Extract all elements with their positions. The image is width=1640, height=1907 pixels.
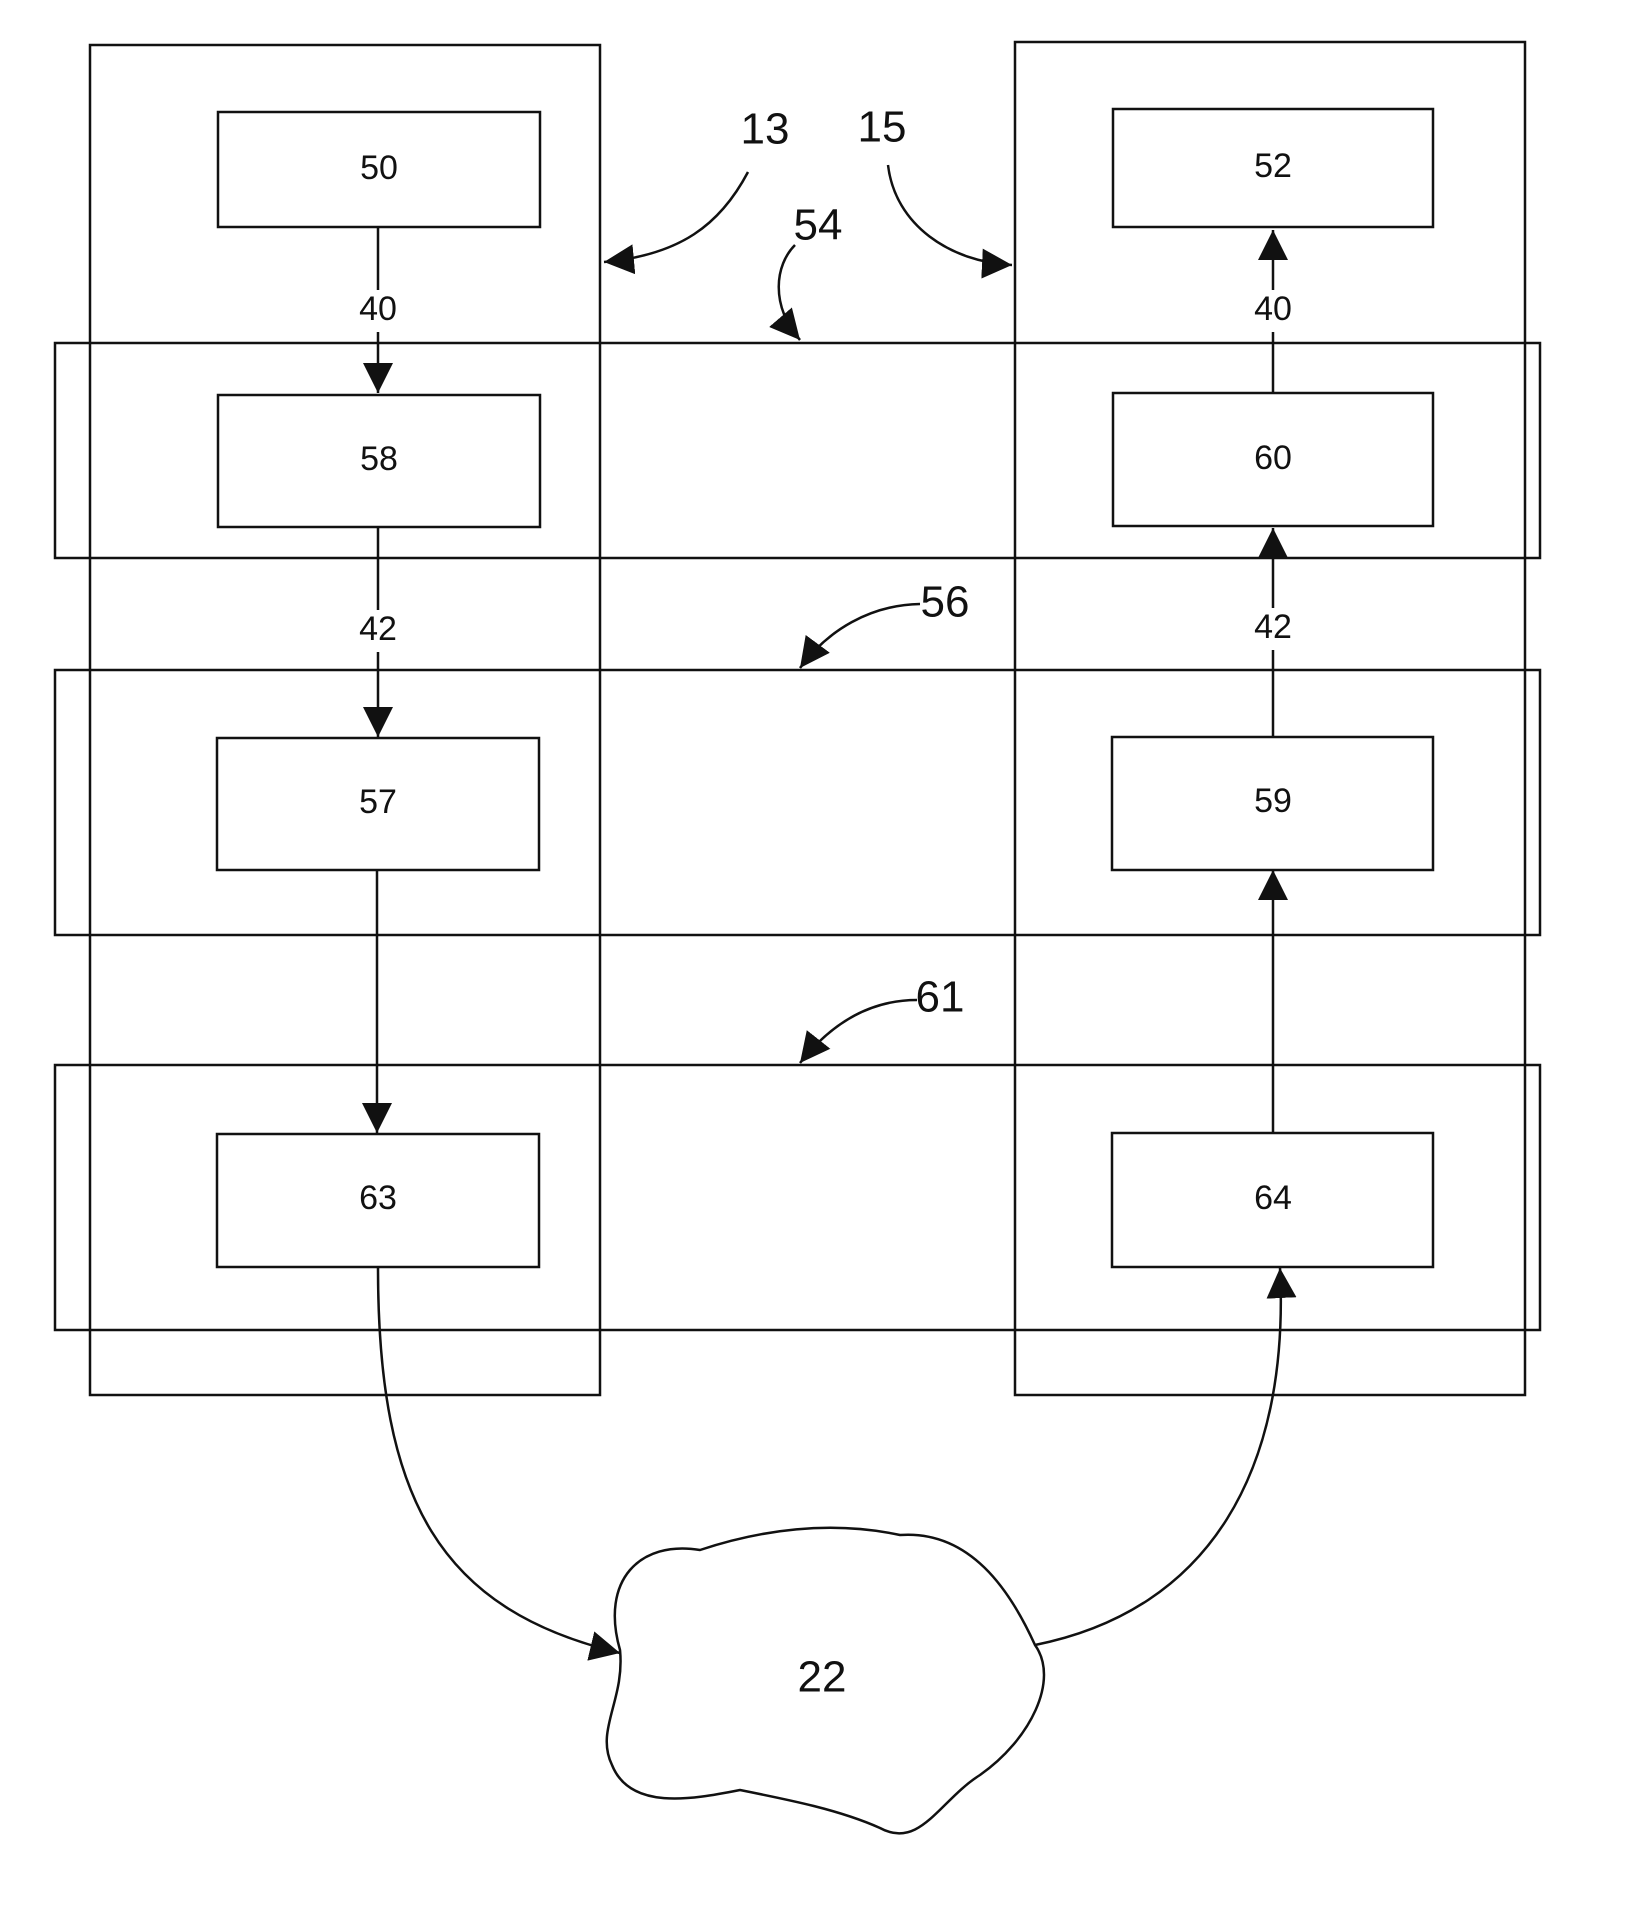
ref-56-label: 56 (921, 578, 970, 627)
block-57-label: 57 (359, 783, 397, 821)
block-60-label: 60 (1254, 439, 1292, 477)
block-59-label: 59 (1254, 782, 1292, 820)
ref-61-label: 61 (916, 973, 965, 1022)
block-63-label: 63 (359, 1179, 397, 1217)
block-52-label: 52 (1254, 147, 1292, 185)
left-link-40-label: 40 (359, 290, 397, 328)
ref-54-leader (779, 245, 800, 340)
right-link-40-label: 40 (1254, 290, 1292, 328)
ref-56-leader (800, 604, 920, 668)
ref-15-leader (888, 165, 1012, 265)
ref-15-label: 15 (858, 103, 907, 152)
block-50-label: 50 (360, 149, 398, 187)
link-63-network (378, 1268, 620, 1653)
right-link-42-label: 42 (1254, 608, 1292, 646)
ref-13-label: 13 (741, 105, 790, 154)
ref-54-label: 54 (794, 201, 843, 250)
network-label: 22 (798, 1653, 847, 1702)
link-network-64 (1035, 1268, 1281, 1645)
block-58-label: 58 (360, 440, 398, 478)
block-64-label: 64 (1254, 1179, 1292, 1217)
left-link-42-label: 42 (359, 610, 397, 648)
ref-13-leader (604, 172, 748, 262)
ref-61-leader (800, 1000, 917, 1063)
